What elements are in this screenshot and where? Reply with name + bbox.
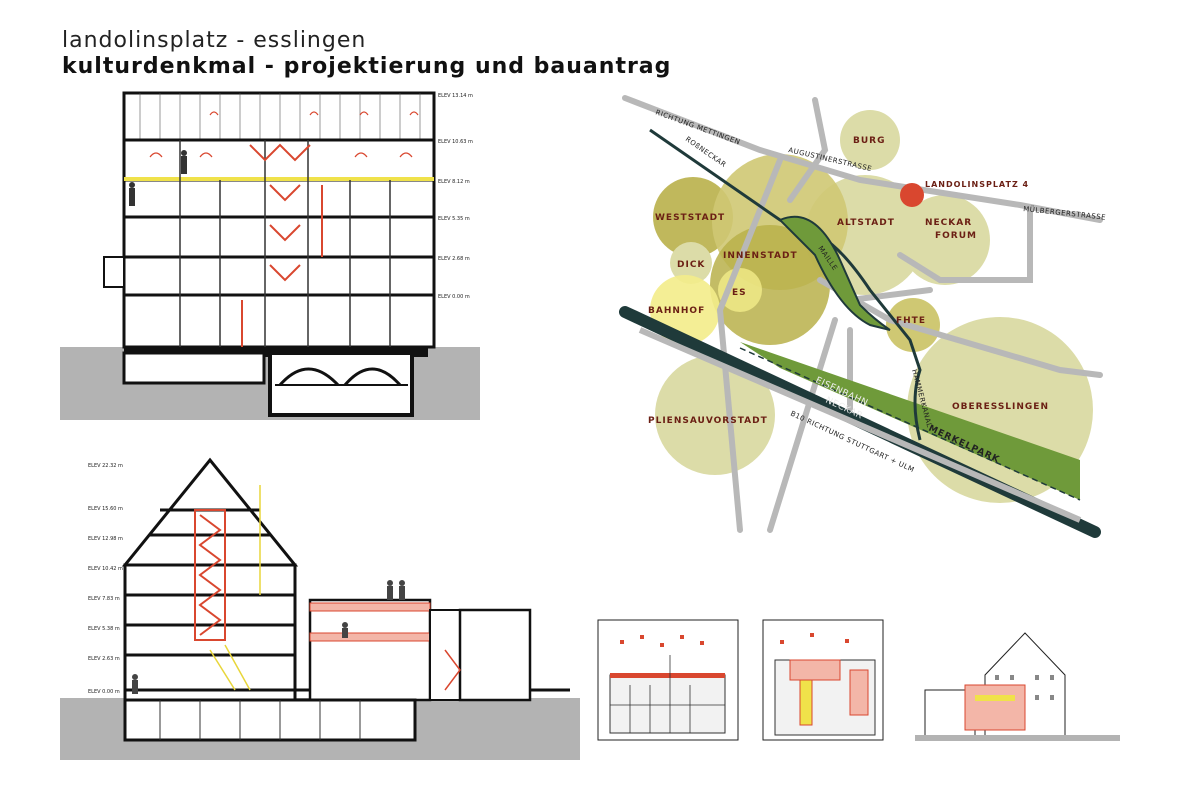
svg-text:ELEV 10.63 m: ELEV 10.63 m — [438, 139, 473, 145]
label-es: ES — [732, 288, 747, 298]
svg-text:ELEV 5.38 m: ELEV 5.38 m — [88, 626, 120, 632]
svg-text:ELEV 5.35 m: ELEV 5.35 m — [438, 216, 470, 222]
label-landolinsplatz: LANDOLINSPLATZ 4 — [925, 180, 1029, 189]
label-pliensauvorstadt: PLIENSAUVORSTADT — [648, 416, 768, 426]
label-weststadt: WESTSTADT — [655, 213, 725, 223]
label-burg: BURG — [853, 136, 886, 146]
label-bahnhof: BAHNHOF — [648, 306, 705, 316]
svg-text:ELEV 12.98 m: ELEV 12.98 m — [88, 536, 123, 542]
elevation-3 — [915, 632, 1120, 741]
maille-island — [778, 215, 891, 331]
svg-text:ELEV 2.68 m: ELEV 2.68 m — [438, 256, 470, 262]
svg-text:ELEV 8.12 m: ELEV 8.12 m — [438, 179, 470, 185]
svg-text:ELEV 13.14 m: ELEV 13.14 m — [438, 93, 473, 99]
label-oberesslingen: OBERESSLINGEN — [952, 402, 1049, 412]
elevation-2 — [762, 619, 884, 741]
svg-text:ELEV 0.00 m: ELEV 0.00 m — [438, 294, 470, 300]
label-dick: DICK — [677, 260, 705, 270]
park-strip — [740, 342, 1080, 500]
page-subtitle: kulturdenkmal - projektierung und bauant… — [62, 54, 672, 79]
label-altstadt: ALTSTADT — [837, 218, 895, 228]
page-title: landolinsplatz - esslingen — [62, 28, 367, 53]
drawing-section-bottom: ELEV 22.32 m ELEV 15.60 m ELEV 12.98 m ELE… — [60, 457, 580, 760]
b10-road — [638, 327, 1082, 523]
elevation-1 — [597, 619, 739, 741]
drawing-section-top: ELEV 13.14 m ELEV 10.63 m ELEV 8.12 m ELEV… — [60, 91, 480, 420]
road-label-muelberger: MÜLBERGERSTRASSE — [1023, 204, 1107, 222]
svg-text:ELEV 22.32 m: ELEV 22.32 m — [88, 463, 123, 469]
landolinsplatz-marker — [900, 183, 924, 207]
svg-text:ELEV 15.60 m: ELEV 15.60 m — [88, 506, 123, 512]
label-neckar: NECKAR — [925, 218, 972, 228]
label-fhte: FHTE — [896, 316, 926, 326]
label-forum: FORUM — [935, 231, 977, 241]
drawing-elevations — [597, 619, 1120, 741]
svg-text:ELEV 7.83 m: ELEV 7.83 m — [88, 596, 120, 602]
svg-text:ELEV 2.63 m: ELEV 2.63 m — [88, 656, 120, 662]
svg-text:ELEV 10.42 m: ELEV 10.42 m — [88, 566, 123, 572]
location-map: BURG WESTSTADT ALTSTADT NECKAR FORUM DIC… — [619, 95, 1107, 538]
svg-text:ELEV 0.00 m: ELEV 0.00 m — [88, 689, 120, 695]
label-innenstadt: INNENSTADT — [723, 251, 798, 261]
